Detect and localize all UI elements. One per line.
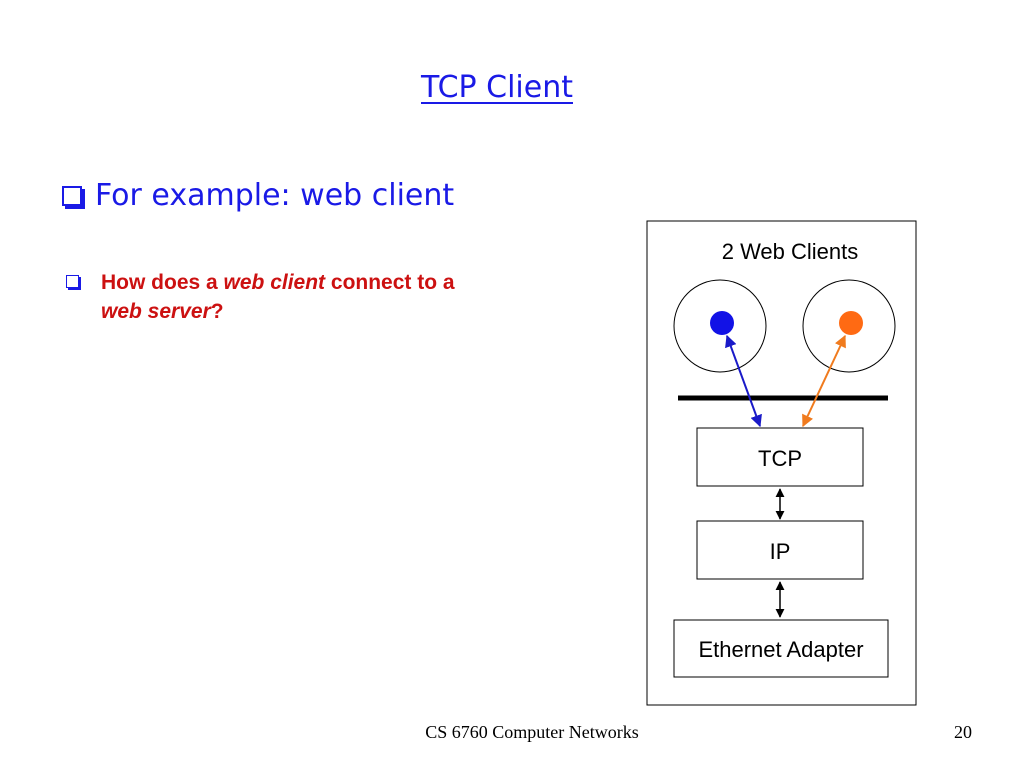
sub-bullet-part1: How does a [101, 271, 224, 294]
tcp-label: TCP [758, 446, 802, 471]
footer-page-number: 20 [954, 722, 972, 742]
footer-course: CS 6760 Computer Networks [425, 722, 639, 742]
tcp-box [696, 427, 864, 487]
sub-bullet-part5: ? [210, 300, 224, 323]
sub-bullet: How does a web client connect to a web s… [66, 268, 546, 326]
sub-bullet-part3: connect to a [325, 271, 455, 294]
ethernet-adapter-label: Ethernet Adapter [698, 637, 863, 662]
checkbox-bullet-icon [62, 185, 82, 206]
web-client-2-dot [839, 311, 863, 335]
ip-box [696, 520, 864, 580]
ethernet-adapter-box [673, 619, 889, 678]
main-bullet: For example: web client [62, 178, 454, 213]
client-1-tcp-arrow [725, 334, 762, 428]
client-2-tcp-arrow [802, 334, 846, 428]
sub-bullet-text: How does a web client connect to a web s… [66, 268, 546, 326]
ip-label: IP [770, 539, 791, 564]
sub-bullet-web-client: web client [223, 271, 326, 294]
main-bullet-text: For example: web client [95, 178, 455, 213]
web-clients-label: 2 Web Clients [722, 239, 859, 264]
checkbox-bullet-icon [66, 275, 79, 288]
sub-bullet-web-server: web server [101, 300, 211, 323]
slide-title: TCP Client [421, 70, 573, 105]
web-client-1-dot [710, 311, 734, 335]
